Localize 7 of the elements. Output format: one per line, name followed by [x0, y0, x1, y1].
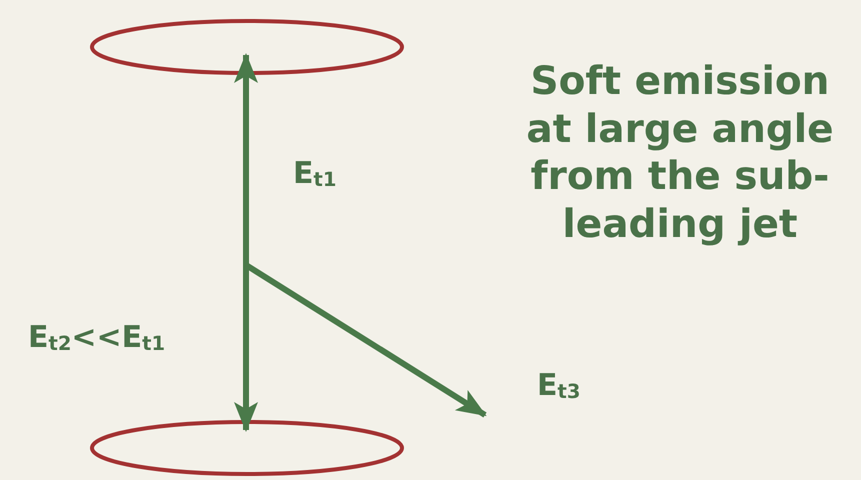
annotation-text: Soft emission at large angle from the sub-leading jet [525, 58, 835, 248]
energy-label: E$_{t1}$ [293, 156, 336, 193]
energy-label: E$_{t3}$ [537, 368, 580, 403]
arrow [234, 53, 258, 432]
jet-ellipse [90, 19, 404, 75]
jet-ellipse [90, 420, 404, 476]
energy-label: E$_{t2}$<<E$_{t1}$ [28, 320, 166, 357]
